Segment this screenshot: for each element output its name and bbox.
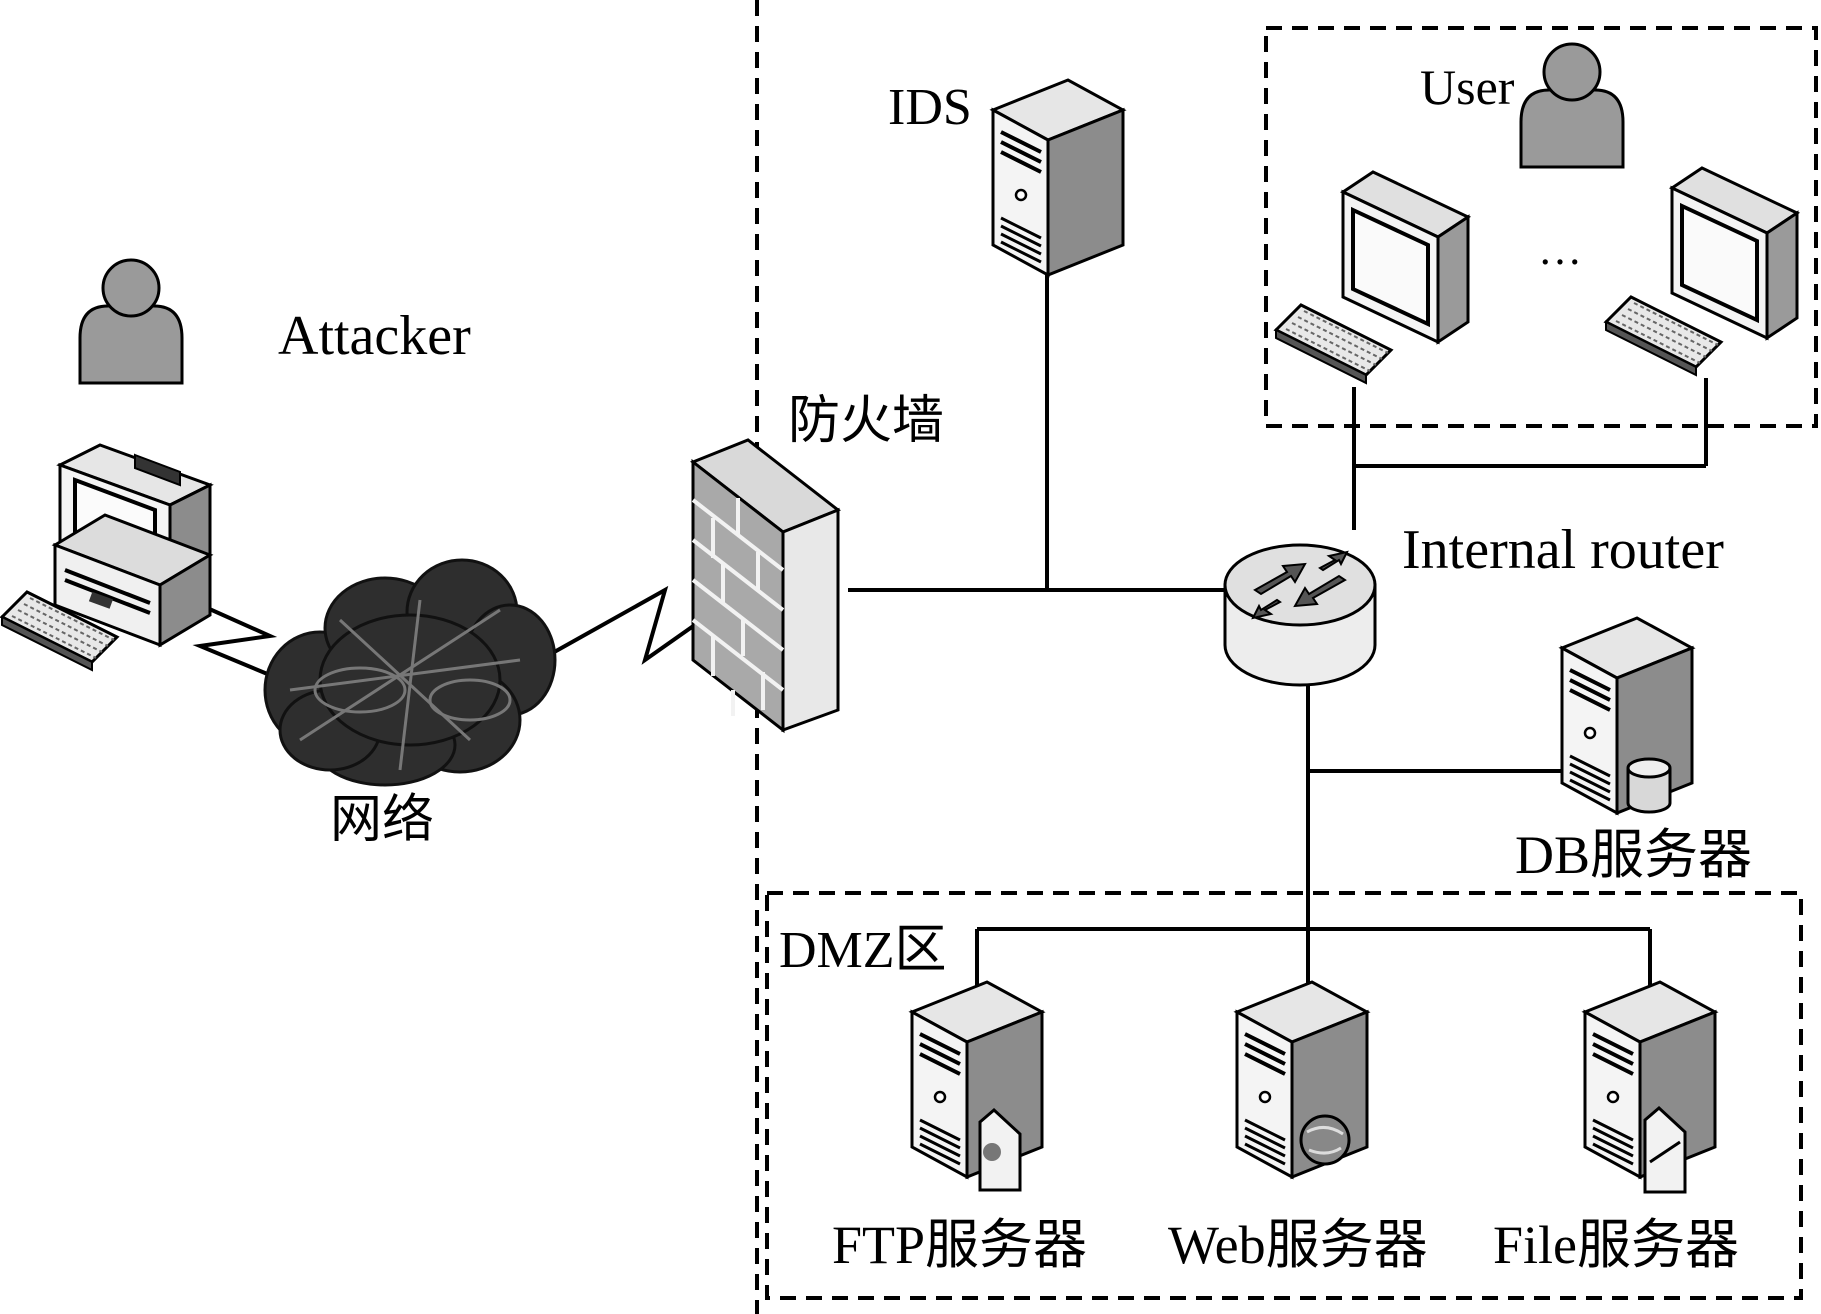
db-server-icon (1560, 616, 1694, 815)
user-keyboard-icon-1 (1274, 303, 1393, 385)
internal-router-label: Internal router (1402, 519, 1724, 581)
attacker-label: Attacker (278, 305, 471, 367)
database-icon (1626, 757, 1672, 814)
user-person-icon (1519, 42, 1625, 169)
document-icon (1643, 1105, 1687, 1194)
file-server-icon (1583, 980, 1717, 1194)
ftp-server-label: FTP服务器 (832, 1215, 1088, 1275)
document-icon (978, 1107, 1022, 1192)
web-server-icon (1235, 980, 1369, 1179)
network-label: 网络 (330, 792, 435, 849)
dmz-label: DMZ区 (779, 922, 947, 979)
db-server-label: DB服务器 (1515, 825, 1753, 885)
router-icon (1223, 543, 1377, 687)
ftp-server-icon (910, 980, 1044, 1192)
firewall-label: 防火墙 (788, 393, 945, 450)
ids-server-icon (991, 78, 1125, 277)
file-server-label: File服务器 (1493, 1215, 1740, 1275)
firewall-icon (690, 438, 841, 734)
user-label: User (1420, 59, 1515, 115)
globe-icon (1299, 1114, 1351, 1166)
web-server-label: Web服务器 (1168, 1215, 1428, 1275)
attacker-workstation-icon (51, 443, 214, 648)
user-monitor-icon-2 (1670, 166, 1799, 340)
user-zone-box (1264, 26, 1818, 428)
cloud-icon (263, 558, 557, 787)
dmz-zone-box (765, 891, 1803, 1300)
ids-label: IDS (888, 79, 972, 136)
ellipsis-label: … (1538, 225, 1582, 274)
user-monitor-icon-1 (1341, 170, 1470, 344)
attacker-person-icon (78, 258, 184, 385)
